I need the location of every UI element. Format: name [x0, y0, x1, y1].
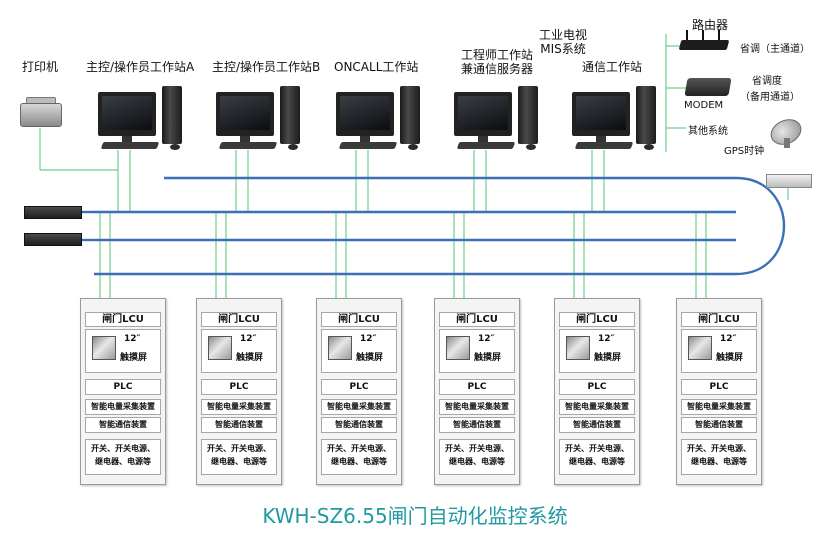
oncall-workstation-label: ONCALL工作站 [334, 60, 419, 74]
power-meter-label: 智能电量采集装置 [559, 399, 635, 415]
comm-device-label: 智能通信装置 [681, 417, 757, 433]
comm-device-label: 智能通信装置 [439, 417, 515, 433]
plc-label: PLC [201, 379, 277, 395]
power-meter-label: 智能电量采集装置 [201, 399, 277, 415]
lcu-label: 闸门LCU [201, 312, 277, 327]
switch-relay-label: 开关、开关电源、 继电器、电源等 [439, 439, 515, 475]
lcu-label: 闸门LCU [321, 312, 397, 327]
comm-device-label: 智能通信装置 [201, 417, 277, 433]
gps-label: GPS时钟 [724, 146, 765, 157]
touch-screen-label: 触摸屏 [120, 353, 148, 363]
lcu-label: 闸门LCU [559, 312, 635, 327]
oncall-computer-icon [336, 86, 428, 152]
power-meter-label: 智能电量采集装置 [321, 399, 397, 415]
switch-relay-label: 开关、开关电源、 继电器、电源等 [681, 439, 757, 475]
modem-link-label-1: 省调度 [752, 76, 782, 87]
touch-screen-icon [566, 336, 590, 360]
modem-link-label-2: （备用通道） [740, 92, 800, 103]
touch-screen-panel: 12″ 触摸屏 [439, 329, 515, 373]
touch-screen-size: 12″ [720, 334, 737, 344]
comm-device-label: 智能通信装置 [321, 417, 397, 433]
switch-relay-label: 开关、开关电源、 继电器、电源等 [85, 439, 161, 475]
plc-label: PLC [85, 379, 161, 395]
lcu-cabinet-1: 闸门LCU 12″ 触摸屏 PLC 智能电量采集装置 智能通信装置 开关、开关电… [80, 298, 166, 485]
touch-screen-icon [328, 336, 352, 360]
workstation-b-label: 主控/操作员工作站B [212, 60, 321, 74]
touch-screen-icon [208, 336, 232, 360]
touch-screen-panel: 12″ 触摸屏 [559, 329, 635, 373]
touch-screen-label: 触摸屏 [474, 353, 502, 363]
comm-computer-icon [572, 86, 664, 152]
power-meter-label: 智能电量采集装置 [85, 399, 161, 415]
switch-device-1 [24, 206, 82, 219]
plc-label: PLC [681, 379, 757, 395]
workstation-b-computer-icon [216, 86, 308, 152]
lcu-cabinet-3: 闸门LCU 12″ 触摸屏 PLC 智能电量采集装置 智能通信装置 开关、开关电… [316, 298, 402, 485]
touch-screen-label: 触摸屏 [236, 353, 264, 363]
touch-screen-icon [446, 336, 470, 360]
lcu-cabinet-2: 闸门LCU 12″ 触摸屏 PLC 智能电量采集装置 智能通信装置 开关、开关电… [196, 298, 282, 485]
touch-screen-panel: 12″ 触摸屏 [321, 329, 397, 373]
touch-screen-panel: 12″ 触摸屏 [201, 329, 277, 373]
touch-screen-label: 触摸屏 [356, 353, 384, 363]
engineer-workstation-label: 工程师工作站 兼通信服务器 [460, 48, 533, 76]
touch-screen-panel: 12″ 触摸屏 [85, 329, 161, 373]
lcu-label: 闸门LCU [85, 312, 161, 327]
industrial-tv-mis-label: 工业电视 MIS系统 [538, 28, 587, 56]
other-system-label: 其他系统 [688, 126, 728, 137]
lcu-label: 闸门LCU [681, 312, 757, 327]
switch-relay-label: 开关、开关电源、 继电器、电源等 [201, 439, 277, 475]
touch-screen-panel: 12″ 触摸屏 [681, 329, 757, 373]
comm-workstation-label: 通信工作站 [582, 60, 643, 74]
comm-device-label: 智能通信装置 [559, 417, 635, 433]
touch-screen-label: 触摸屏 [716, 353, 744, 363]
printer-label: 打印机 [22, 60, 59, 74]
touch-screen-size: 12″ [240, 334, 257, 344]
lcu-cabinet-5: 闸门LCU 12″ 触摸屏 PLC 智能电量采集装置 智能通信装置 开关、开关电… [554, 298, 640, 485]
switch-device-2 [24, 233, 82, 246]
plc-label: PLC [321, 379, 397, 395]
touch-screen-icon [92, 336, 116, 360]
touch-screen-label: 触摸屏 [594, 353, 622, 363]
workstation-a-computer-icon [98, 86, 190, 152]
touch-screen-size: 12″ [124, 334, 141, 344]
plc-label: PLC [559, 379, 635, 395]
gps-clock-device [766, 174, 812, 188]
plc-label: PLC [439, 379, 515, 395]
modem-icon [684, 78, 732, 96]
diagram-title: KWH-SZ6.55闸门自动化监控系统 [262, 504, 568, 528]
touch-screen-size: 12″ [598, 334, 615, 344]
engineer-computer-icon [454, 86, 546, 152]
printer-icon [20, 97, 62, 127]
switch-relay-label: 开关、开关电源、 继电器、电源等 [559, 439, 635, 475]
switch-relay-label: 开关、开关电源、 继电器、电源等 [321, 439, 397, 475]
power-meter-label: 智能电量采集装置 [681, 399, 757, 415]
modem-label: MODEM [684, 100, 724, 111]
workstation-a-label: 主控/操作员工作站A [86, 60, 195, 74]
comm-device-label: 智能通信装置 [85, 417, 161, 433]
satellite-dish-icon [766, 114, 806, 150]
lcu-cabinet-4: 闸门LCU 12″ 触摸屏 PLC 智能电量采集装置 智能通信装置 开关、开关电… [434, 298, 520, 485]
touch-screen-icon [688, 336, 712, 360]
lcu-cabinet-6: 闸门LCU 12″ 触摸屏 PLC 智能电量采集装置 智能通信装置 开关、开关电… [676, 298, 762, 485]
touch-screen-size: 12″ [478, 334, 495, 344]
network-ring-loop [735, 176, 785, 276]
lcu-label: 闸门LCU [439, 312, 515, 327]
router-icon [678, 30, 730, 52]
router-link-label: 省调（主通道） [740, 44, 810, 55]
router-label: 路由器 [692, 18, 729, 32]
power-meter-label: 智能电量采集装置 [439, 399, 515, 415]
touch-screen-size: 12″ [360, 334, 377, 344]
